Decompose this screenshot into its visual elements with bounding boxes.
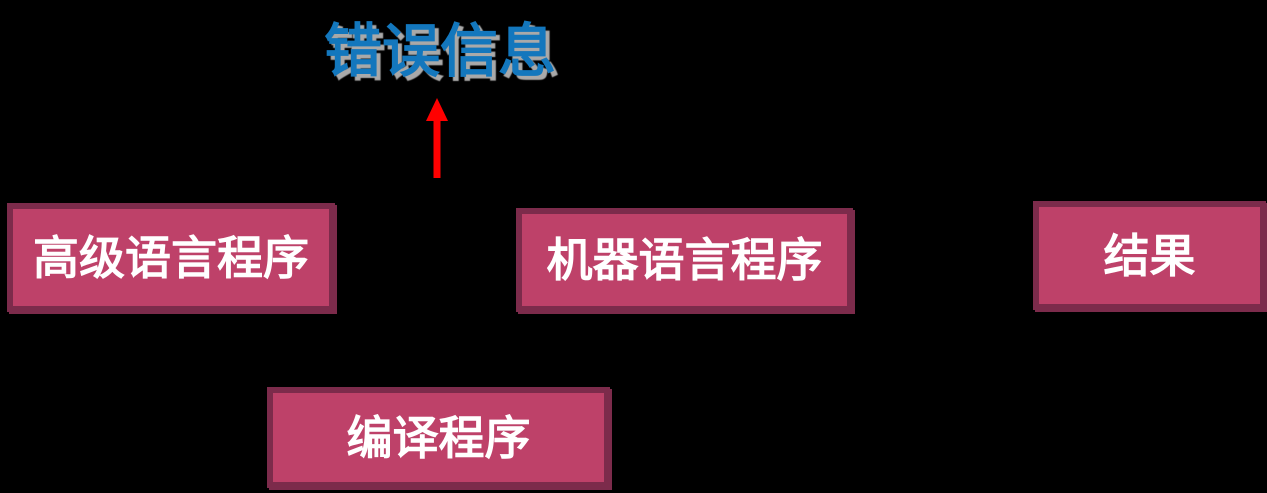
box-label: 高级语言程序	[33, 231, 309, 284]
box-machine-language-program: 机器语言程序	[516, 208, 853, 312]
box-high-level-language-program: 高级语言程序	[7, 203, 335, 312]
box-compiler-program: 编译程序	[267, 387, 610, 488]
box-result: 结果	[1033, 201, 1266, 310]
box-label: 机器语言程序	[546, 234, 823, 286]
error-message-label: 错误信息	[323, 19, 557, 84]
box-label: 结果	[1103, 229, 1196, 282]
up-arrow-icon	[426, 98, 448, 178]
box-label: 编译程序	[346, 411, 531, 464]
